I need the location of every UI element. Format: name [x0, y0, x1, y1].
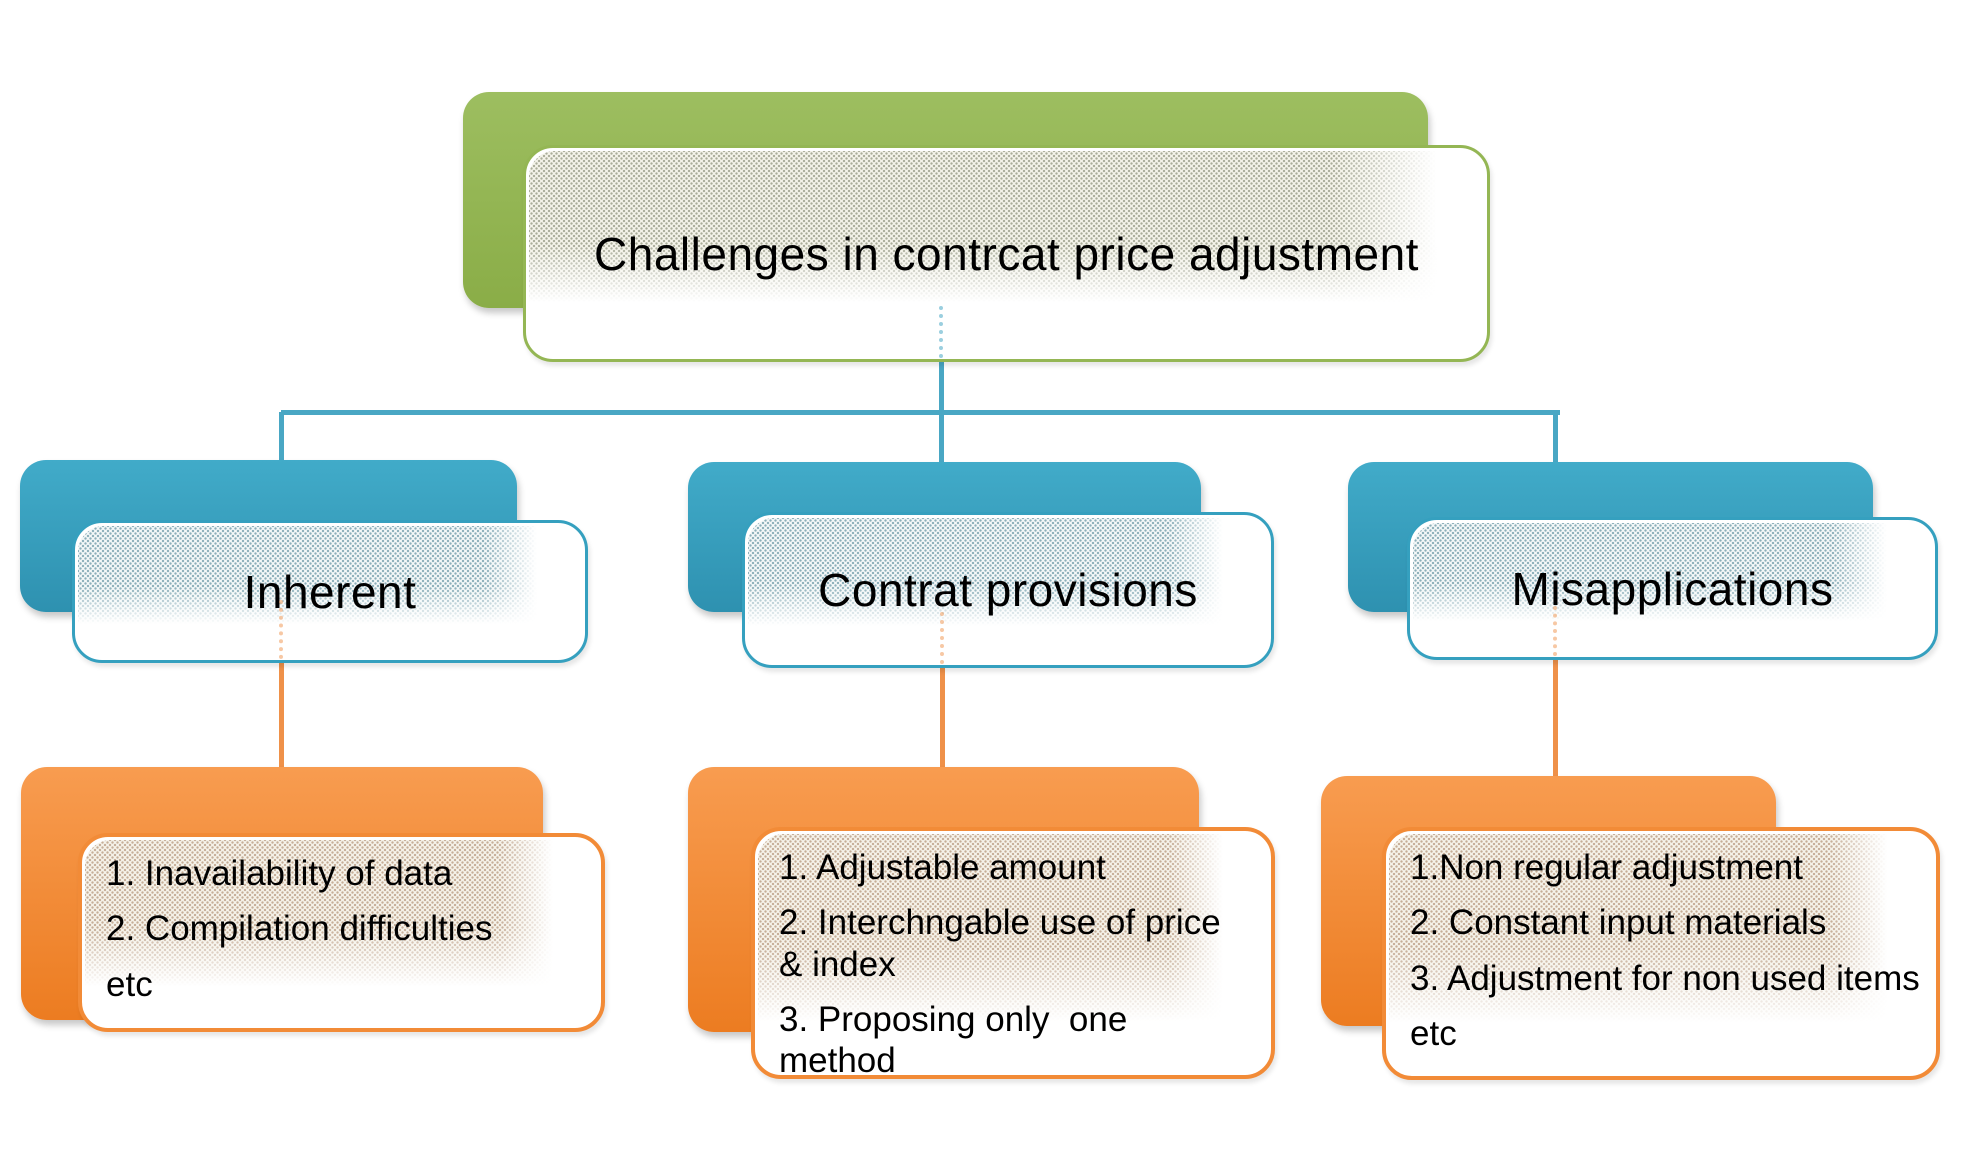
list-item: 2. Interchngable use of price & index: [779, 903, 1221, 984]
branch-misapplications-node: Misapplications: [1407, 517, 1938, 660]
branch-misapplications-label: Misapplications: [1511, 562, 1834, 615]
list-item: etc: [1410, 1013, 1457, 1053]
list-provisions-items: 1. Adjustable amount 2. Interchngable us…: [755, 831, 1271, 1080]
connector-root-stub: [939, 358, 944, 414]
connector-misapplications-to-list: [1553, 658, 1558, 780]
list-item: 3. Proposing only one method: [779, 999, 1128, 1081]
branch-provisions-label: Contrat provisions: [818, 564, 1198, 616]
list-inherent-node: 1. Inavailability of data 2. Compilation…: [78, 833, 605, 1032]
connector-drop-left: [279, 412, 284, 464]
connector-rail: [281, 410, 1560, 415]
list-misapplications-items: 1.Non regular adjustment 2. Constant inp…: [1386, 831, 1936, 1076]
list-item: 1. Inavailability of data: [106, 854, 453, 893]
connector-inherent-to-list: [279, 661, 284, 771]
connector-drop-middle: [939, 412, 944, 466]
list-item: 1. Adjustable amount: [779, 848, 1106, 887]
ghost-line-root: [939, 306, 943, 358]
list-provisions-node: 1. Adjustable amount 2. Interchngable us…: [751, 827, 1275, 1080]
list-item: 2. Constant input materials: [1410, 903, 1827, 943]
list-item: etc: [106, 964, 153, 1004]
ghost-line-misapplications: [1553, 606, 1557, 656]
list-item: 2. Compilation difficulties: [106, 909, 493, 949]
branch-inherent-label: Inherent: [243, 565, 417, 618]
branch-provisions-node: Contrat provisions: [742, 512, 1274, 668]
ghost-line-inherent: [279, 600, 283, 659]
list-inherent-items: 1. Inavailability of data 2. Compilation…: [82, 837, 601, 1028]
connector-drop-right: [1553, 412, 1558, 464]
list-item: 3. Adjustment for non used items: [1410, 958, 1920, 998]
list-item: 1.Non regular adjustment: [1410, 848, 1803, 887]
ghost-line-provisions: [940, 612, 944, 664]
connector-provisions-to-list: [940, 666, 945, 771]
root-node: Challenges in contrcat price adjustment: [523, 145, 1490, 362]
branch-inherent-node: Inherent: [72, 520, 588, 663]
list-misapplications-node: 1.Non regular adjustment 2. Constant inp…: [1382, 827, 1940, 1080]
root-node-title: Challenges in contrcat price adjustment: [594, 227, 1419, 280]
